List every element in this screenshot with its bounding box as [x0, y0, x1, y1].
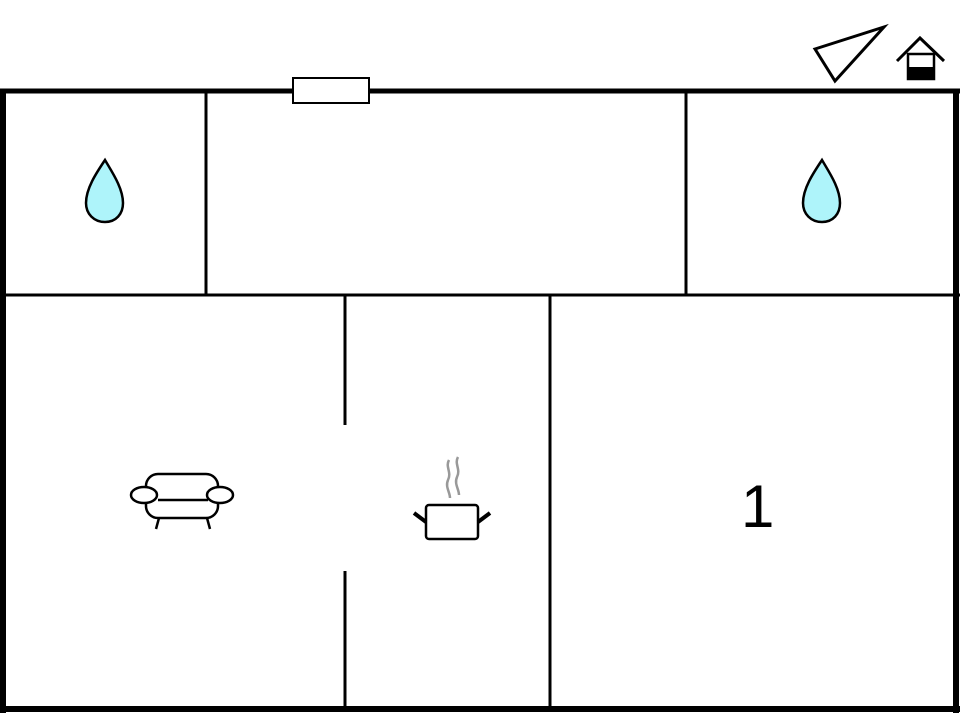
sofa-icon [129, 472, 235, 530]
window-icon [292, 77, 370, 104]
north-arrow-icon [812, 23, 889, 84]
water-drop-icon [84, 157, 125, 224]
house-icon [895, 35, 946, 81]
water-drop-icon [801, 157, 842, 224]
interior-walls [0, 91, 960, 709]
room-number-label: 1 [741, 473, 775, 540]
outer-walls [0, 88, 960, 713]
cooking-pot-icon [412, 456, 492, 541]
